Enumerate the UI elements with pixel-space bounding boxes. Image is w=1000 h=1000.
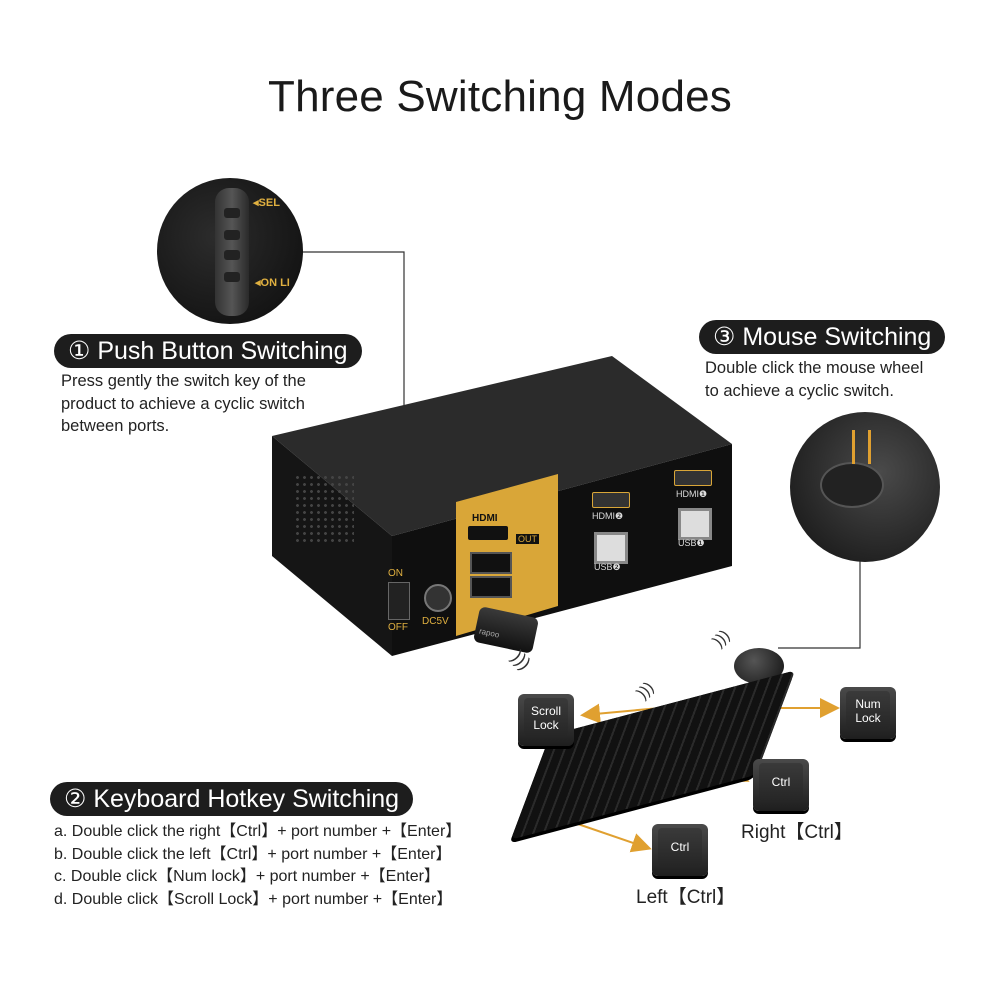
mouse-wheel-zoom xyxy=(790,412,940,562)
kvm-switch-device: ON OFF DC5V HDMI OUT HDMI❷ USB❷ HDMI❶ US… xyxy=(272,356,742,656)
mouse-description: Double click the mouse wheel to achieve … xyxy=(705,357,923,402)
hotkey-line: a. Double click the right【Ctrl】+ port nu… xyxy=(54,823,462,840)
dc-port xyxy=(424,584,452,612)
keyboard-instructions: a. Double click the right【Ctrl】+ port nu… xyxy=(54,821,461,911)
mouse-wheel-icon xyxy=(820,462,884,508)
key-num-lock: Num Lock xyxy=(840,687,896,739)
left-ctrl-label: Left【Ctrl】 xyxy=(636,887,736,908)
key-lock-text: Lock xyxy=(533,718,559,732)
vent-grille xyxy=(294,474,354,544)
key-ctrl-text: Ctrl xyxy=(658,828,702,866)
push-button-key xyxy=(215,188,249,316)
key-scroll-text: Scroll xyxy=(530,704,561,718)
out-usb-port-1 xyxy=(470,552,512,574)
power-on-label: ON xyxy=(388,568,403,579)
key-scroll-lock: Scroll Lock xyxy=(518,694,574,746)
out-hdmi-label: HDMI xyxy=(472,513,498,524)
mouse-heading: ③ Mouse Switching xyxy=(699,320,946,354)
push-line: Press gently the switch key of the xyxy=(61,372,306,390)
arrow-left-ctrl xyxy=(571,821,652,853)
push-button-zoom: ◂SEL ◂ON LI xyxy=(157,178,303,324)
port1-usb-label: USB❶ xyxy=(678,538,705,548)
port2-hdmi-port xyxy=(592,492,630,508)
port1-usb-port xyxy=(678,508,712,540)
right-ctrl-label: Right【Ctrl】 xyxy=(741,822,853,843)
key-right-ctrl: Ctrl xyxy=(753,759,809,811)
port1-hdmi-port xyxy=(674,470,712,486)
port2-usb-label: USB❷ xyxy=(594,562,621,572)
port2-usb-port xyxy=(594,532,628,564)
key-left-ctrl: Ctrl xyxy=(652,824,708,876)
push-line: product to achieve a cyclic switch xyxy=(61,394,305,413)
port2-hdmi-label: HDMI❷ xyxy=(592,511,624,521)
key-ctrl-text: Ctrl xyxy=(759,763,803,801)
push-line: between ports. xyxy=(61,417,170,435)
dc-label: DC5V xyxy=(422,616,449,627)
push-leader-line xyxy=(300,251,405,430)
out-usb-port-2 xyxy=(470,576,512,598)
zoom-label-online: ◂ON LI xyxy=(255,277,290,289)
key-num-text: Num xyxy=(855,697,881,711)
mouse-line: Double click the mouse wheel xyxy=(705,359,924,377)
out-label: OUT xyxy=(516,534,539,544)
out-hdmi-port xyxy=(468,526,508,540)
power-off-label: OFF xyxy=(388,622,408,633)
key-lock-text: Lock xyxy=(855,711,881,725)
dongle-brand: rapoo xyxy=(478,626,501,640)
push-heading: ① Push Button Switching xyxy=(54,334,362,368)
zoom-label-select: ◂SEL xyxy=(253,197,280,209)
mouse-line: to achieve a cyclic switch. xyxy=(705,381,894,400)
power-switch[interactable] xyxy=(388,582,410,620)
port1-hdmi-label: HDMI❶ xyxy=(676,489,708,499)
push-description: Press gently the switch key of the produ… xyxy=(61,370,306,438)
mouse-leader-line xyxy=(778,560,861,649)
hotkey-line: b. Double click the left【Ctrl】+ port num… xyxy=(54,845,452,863)
hotkey-line: c. Double click【Num lock】+ port number +… xyxy=(54,868,440,885)
hotkey-line: d. Double click【Scroll Lock】+ port numbe… xyxy=(54,890,453,908)
page-title: Three Switching Modes xyxy=(268,72,732,121)
keyboard-heading: ② Keyboard Hotkey Switching xyxy=(50,782,414,816)
